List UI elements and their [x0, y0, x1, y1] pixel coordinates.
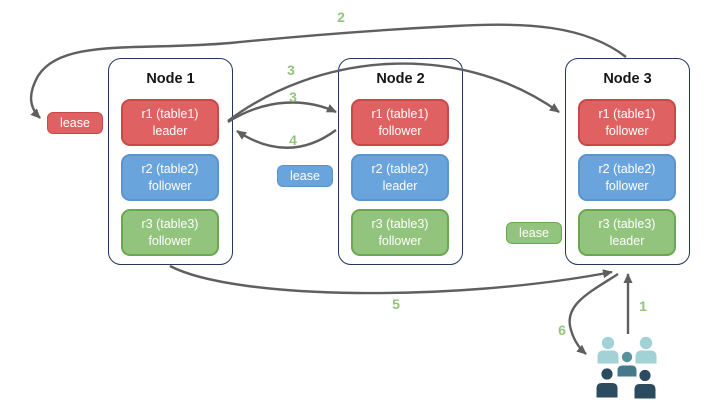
- node-2-replica-r3: r3 (table3) follower: [351, 209, 449, 256]
- node-2-replica-r1: r1 (table1) follower: [351, 99, 449, 146]
- node-2: Node 2 r1 (table1) follower r2 (table2) …: [338, 58, 463, 265]
- replica-role: follower: [605, 123, 649, 138]
- replica-name: r1 (table1): [598, 107, 656, 122]
- replica-name: r2 (table2): [371, 162, 429, 177]
- node-1-replica-r1: r1 (table1) leader: [121, 99, 219, 146]
- step-label-1: 1: [639, 298, 647, 314]
- replica-role: follower: [605, 178, 649, 193]
- arrow-step-4-ack-to-node1: [236, 129, 337, 149]
- node-2-title: Node 2: [376, 71, 425, 87]
- arrow-step-3-replicate-to-node2: [227, 101, 337, 124]
- step-label-3a: 3: [287, 62, 295, 78]
- lease-badge-table1: lease: [47, 112, 103, 134]
- step-label-5: 5: [392, 296, 400, 312]
- lease-badge-table3: lease: [506, 222, 562, 244]
- node-1-title: Node 1: [146, 71, 195, 87]
- node-1: Node 1 r1 (table1) leader r2 (table2) fo…: [108, 58, 233, 265]
- user-silhouette-top-left: [597, 336, 619, 364]
- replica-role: follower: [148, 233, 192, 248]
- step-label-3b: 3: [289, 89, 297, 105]
- step-label-2: 2: [337, 9, 345, 25]
- replica-name: r3 (table3): [371, 217, 429, 232]
- user-silhouette-top-right: [635, 336, 657, 364]
- node-3-replica-r1: r1 (table1) follower: [578, 99, 676, 146]
- node-3-replica-r2: r2 (table2) follower: [578, 154, 676, 201]
- user-silhouette-bottom-left: [594, 366, 620, 400]
- lease-badge-table2: lease: [277, 165, 333, 187]
- step-label-6: 6: [558, 322, 566, 338]
- arrow-step-5-response-to-gateway: [169, 264, 613, 295]
- node-3-title: Node 3: [603, 71, 652, 87]
- node-3: Node 3 r1 (table1) follower r2 (table2) …: [565, 58, 690, 265]
- user-silhouette-bottom-right: [632, 367, 658, 401]
- replica-role: leader: [152, 123, 188, 138]
- replica-name: r3 (table3): [598, 217, 656, 232]
- replica-role: follower: [148, 178, 192, 193]
- node-1-replica-r2: r2 (table2) follower: [121, 154, 219, 201]
- replica-name: r1 (table1): [371, 107, 429, 122]
- replica-role: leader: [382, 178, 418, 193]
- node-3-replica-r3: r3 (table3) leader: [578, 209, 676, 256]
- replica-role: leader: [609, 233, 645, 248]
- replica-name: r2 (table2): [141, 162, 199, 177]
- replica-name: r3 (table3): [141, 217, 199, 232]
- replica-name: r2 (table2): [598, 162, 656, 177]
- users-icon: [594, 336, 658, 401]
- arrow-step-6-response-to-client: [568, 272, 619, 355]
- step-label-4: 4: [289, 132, 297, 148]
- replica-name: r1 (table1): [141, 107, 199, 122]
- node-2-replica-r2: r2 (table2) leader: [351, 154, 449, 201]
- replica-role: follower: [378, 233, 422, 248]
- replica-role: follower: [378, 123, 422, 138]
- node-1-replica-r3: r3 (table3) follower: [121, 209, 219, 256]
- user-silhouette-center: [615, 349, 639, 379]
